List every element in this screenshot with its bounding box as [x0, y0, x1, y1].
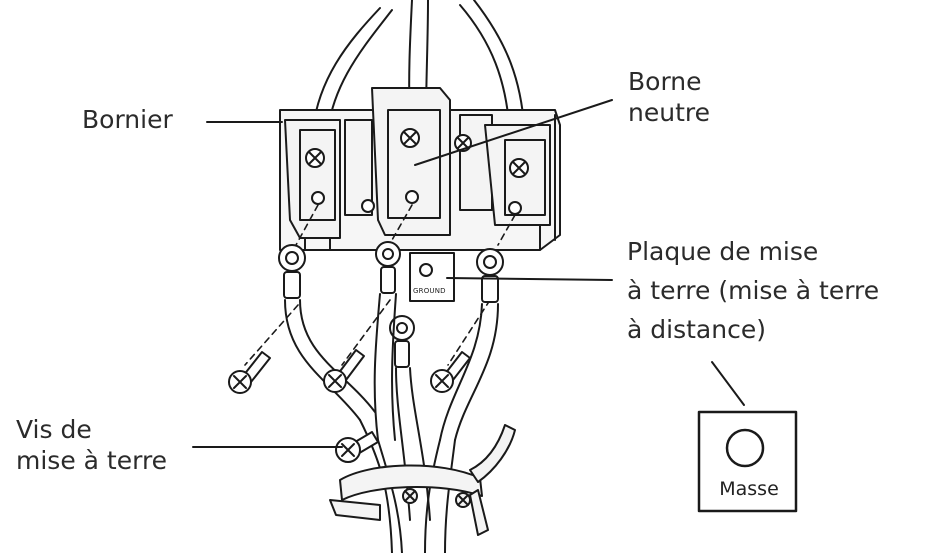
terminal-block: [279, 87, 561, 251]
label-vis: Vis de mise à terre: [16, 414, 167, 476]
label-bornier: Bornier: [82, 105, 173, 134]
label-plaque-line2: à terre (mise à terre: [627, 276, 880, 305]
label-borne-neutre-line1: Borne: [628, 67, 702, 96]
loose-screws: [228, 349, 471, 463]
label-plaque-line1: Plaque de mise: [627, 237, 819, 266]
label-borne-neutre-line2: neutre: [628, 98, 710, 127]
ring-terminals: [278, 241, 504, 368]
label-vis-line2: mise à terre: [16, 446, 168, 475]
label-plaque-line3: à distance): [627, 315, 766, 344]
ground-plate: [409, 252, 455, 302]
label-vis-line1: Vis de: [16, 415, 92, 444]
plate-ground-text: GROUND: [413, 287, 446, 295]
dashed-guides: [244, 204, 516, 366]
leader-lines: [192, 99, 745, 448]
leader-borne-neutre: [414, 99, 613, 166]
label-borne-neutre: Borne neutre: [628, 66, 710, 128]
inset-masse-text: Masse: [719, 478, 779, 500]
leader-plaque: [446, 277, 613, 281]
strain-relief-clamp: [329, 424, 516, 536]
inset-ground-plate: [697, 410, 798, 513]
label-plaque: Plaque de mise à terre (mise à terre à d…: [627, 232, 879, 349]
leader-inset: [711, 361, 745, 406]
terminal-screws: [305, 128, 529, 215]
